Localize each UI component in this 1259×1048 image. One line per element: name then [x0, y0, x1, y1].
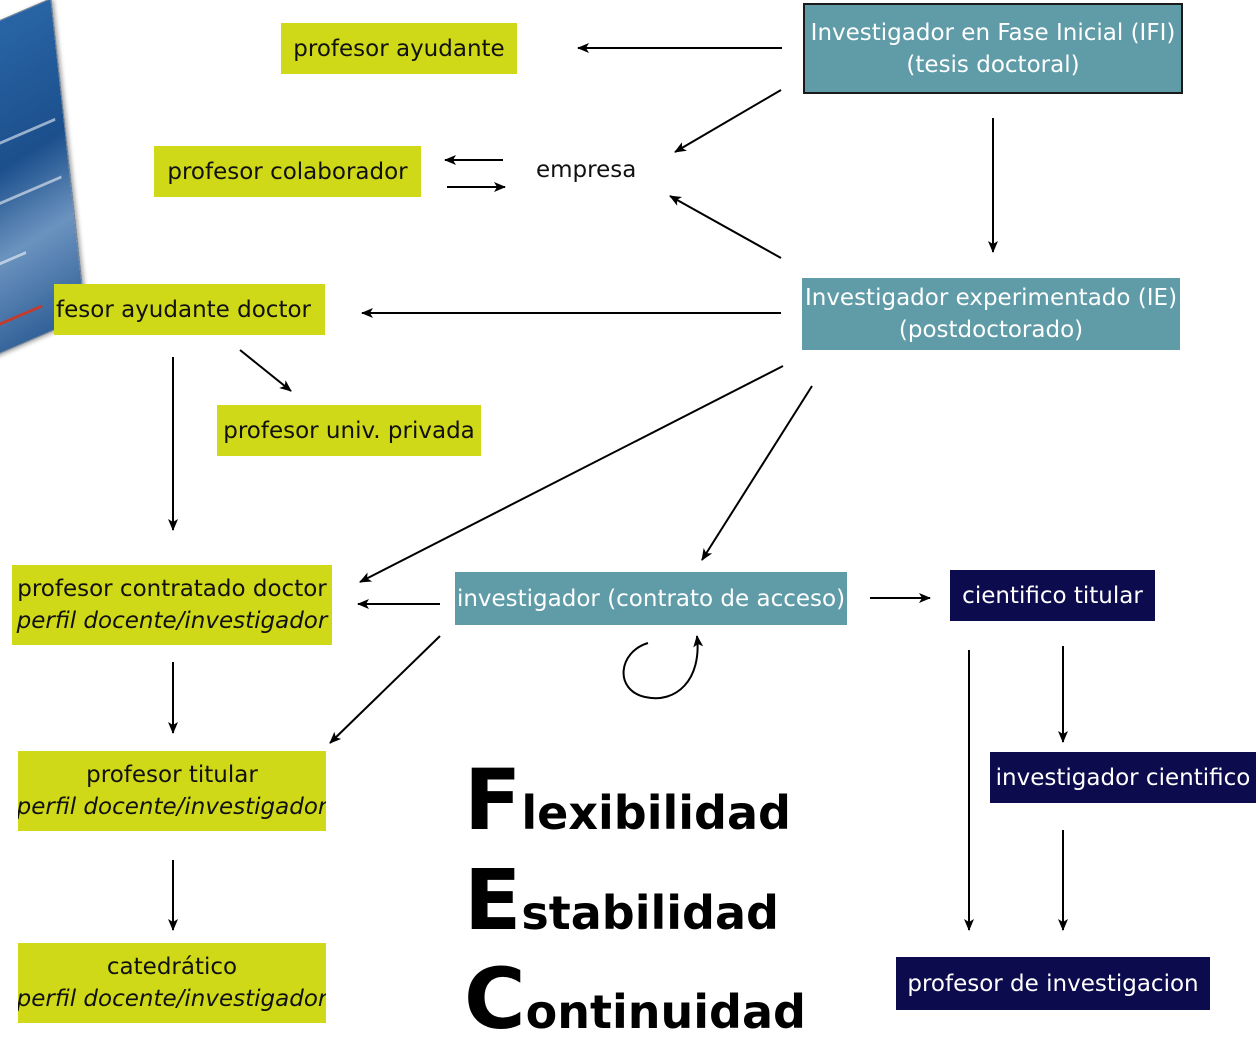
label-profesor-colaborador: profesor colaborador	[167, 158, 408, 185]
slogan-flexibilidad-rest: lexibilidad	[521, 786, 791, 840]
slogan-estabilidad: Estabilidad	[464, 858, 779, 942]
arrow-ie-to-empresa	[669, 195, 782, 259]
box-profesor-colaborador: profesor colaborador	[154, 146, 421, 197]
box-profesor-contratado-doctor: profesor contratado doctor perfil docent…	[12, 565, 332, 645]
box-catedratico: catedrático perfil docente/investigador	[18, 943, 326, 1023]
arrow-acceso-self-loop	[622, 635, 704, 700]
label-profesor-ayudante-doctor: fesor ayudante doctor	[56, 296, 311, 323]
box-profesor-ayudante-doctor: fesor ayudante doctor	[54, 284, 325, 335]
slogan-continuidad-rest: ontinuidad	[525, 985, 806, 1039]
box-investigador-cientifico: investigador cientifico	[990, 752, 1256, 803]
arrow-ifi-to-empresa	[674, 89, 782, 153]
label-ie-title: Investigador experimentado (IE)	[804, 285, 1178, 311]
slogan-flexibilidad: Flexibilidad	[464, 758, 791, 842]
slogan-continuidad-initial: C	[464, 950, 526, 1048]
arrow-ie-to-acceso	[701, 385, 813, 561]
label-ifi-title: Investigador en Fase Inicial (IFI)	[810, 19, 1176, 46]
box-investigador-fase-inicial: Investigador en Fase Inicial (IFI) (tesi…	[803, 3, 1183, 94]
label-titular-title: profesor titular	[86, 762, 258, 788]
label-contratado-profile: perfil docente/investigador	[16, 608, 328, 634]
box-profesor-investigacion: profesor de investigacion	[896, 957, 1210, 1010]
label-ie-subtitle: (postdoctorado)	[898, 317, 1084, 343]
label-investigador-acceso: investigador (contrato de acceso)	[456, 585, 846, 612]
label-titular-profile: perfil docente/investigador	[18, 794, 326, 820]
box-investigador-contrato-acceso: investigador (contrato de acceso)	[455, 572, 847, 625]
label-catedratico-title: catedrático	[106, 954, 238, 980]
label-ifi-subtitle: (tesis doctoral)	[906, 51, 1080, 78]
label-catedratico-profile: perfil docente/investigador	[18, 986, 326, 1012]
arrow-ie-to-contratado	[359, 365, 784, 583]
box-profesor-titular: profesor titular perfil docente/investig…	[18, 751, 326, 831]
label-empresa: empresa	[536, 157, 637, 183]
label-profesor-univ-privada: profesor univ. privada	[223, 417, 475, 444]
box-profesor-ayudante: profesor ayudante	[281, 23, 517, 74]
label-cientifico-titular: cientifico titular	[962, 582, 1143, 609]
label-profesor-investigacion: profesor de investigacion	[907, 970, 1199, 997]
arrow-to-univ-privada	[239, 349, 292, 392]
slogan-flexibilidad-initial: F	[464, 751, 522, 849]
box-profesor-univ-privada: profesor univ. privada	[217, 405, 481, 456]
arrow-acceso-to-titular	[329, 635, 441, 744]
slogan-estabilidad-initial: E	[464, 851, 522, 949]
box-investigador-experimentado: Investigador experimentado (IE) (postdoc…	[802, 278, 1180, 350]
slogan-estabilidad-rest: stabilidad	[521, 886, 779, 940]
slogan-continuidad: Continuidad	[464, 957, 806, 1041]
box-cientifico-titular: cientifico titular	[950, 570, 1155, 621]
label-investigador-cientifico: investigador cientifico	[995, 764, 1251, 791]
label-profesor-ayudante: profesor ayudante	[293, 35, 505, 62]
label-contratado-title: profesor contratado doctor	[17, 576, 327, 602]
